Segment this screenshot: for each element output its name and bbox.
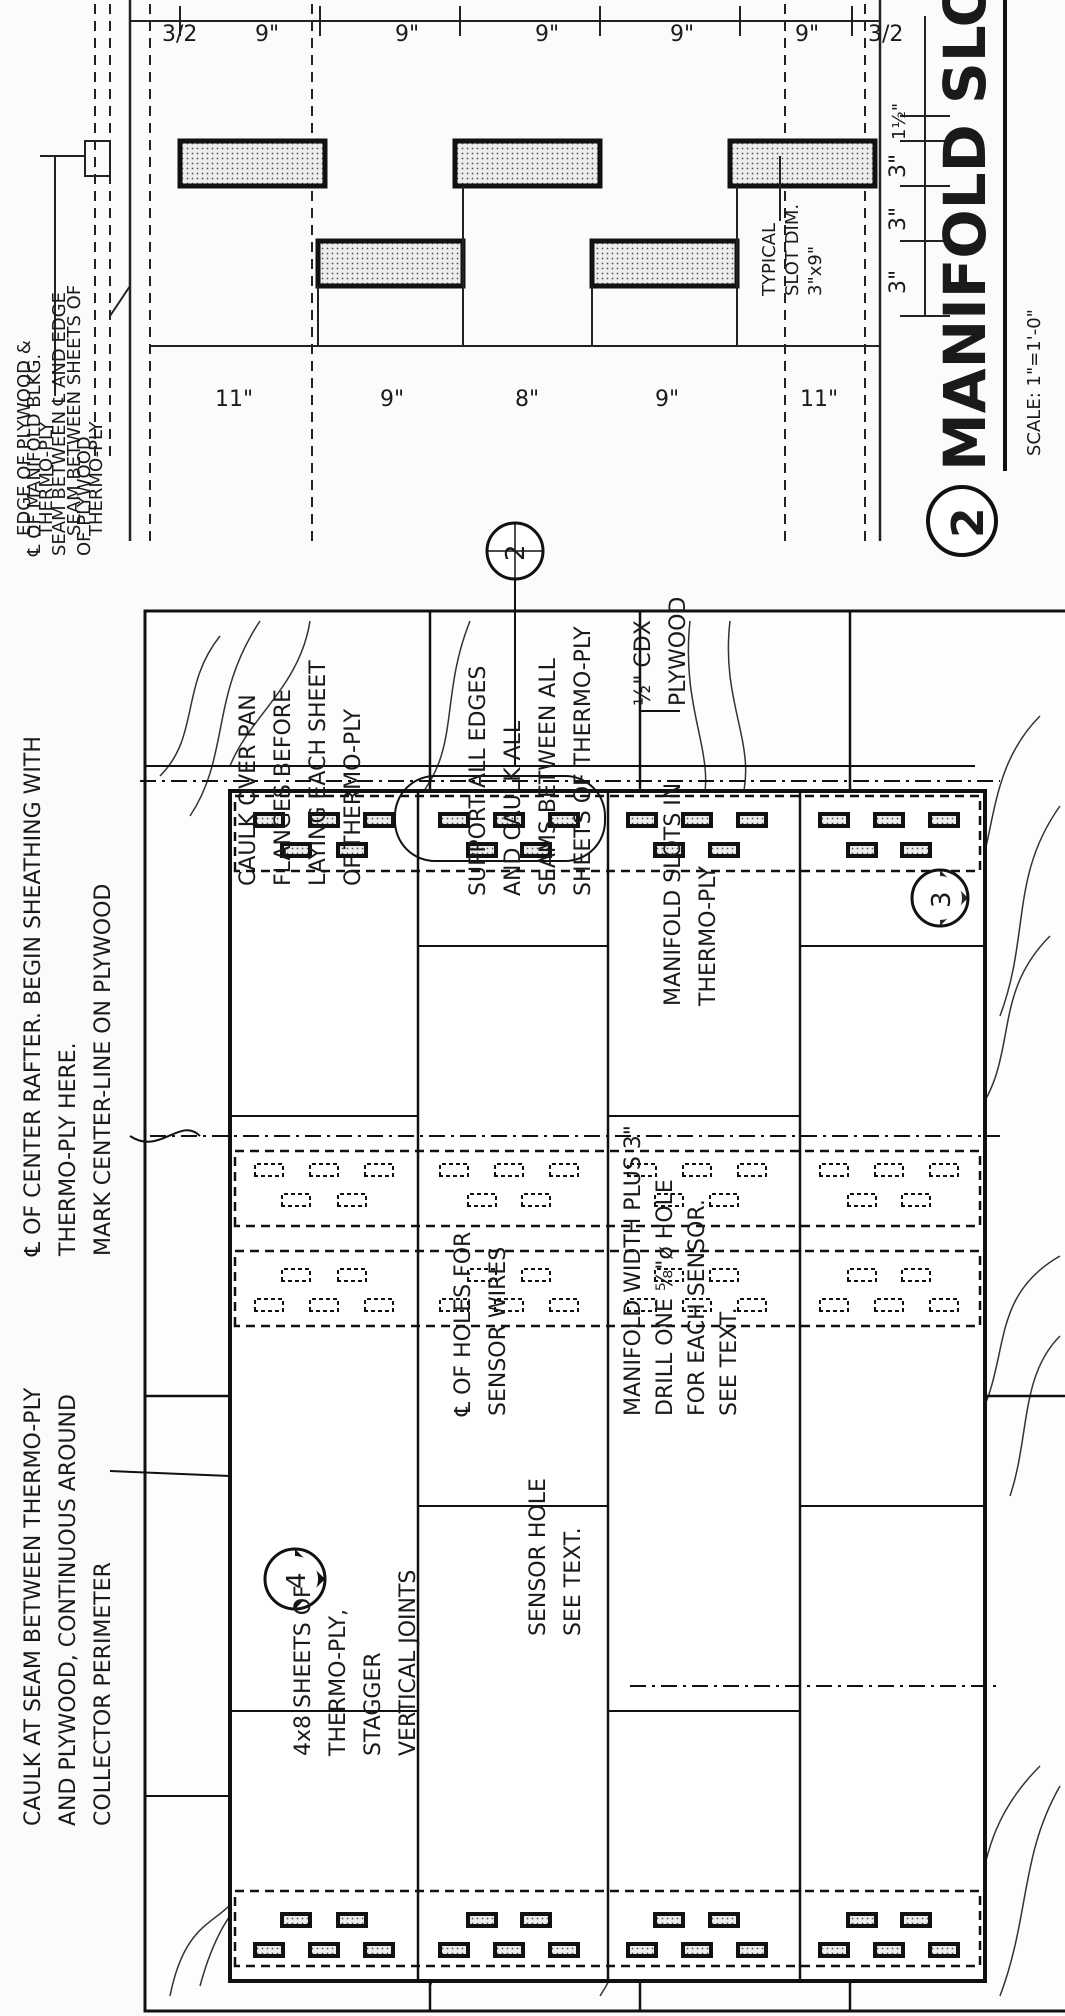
top-manifold-zone xyxy=(233,794,982,873)
svg-text:SEE TEXT.: SEE TEXT. xyxy=(561,1527,586,1636)
detail-title: MANIFOLD SLOTS xyxy=(931,0,999,471)
dim-bottom-4: 11" xyxy=(800,387,838,412)
svg-text:½" CDX: ½" CDX xyxy=(631,620,656,706)
svg-text:SENSOR HOLE: SENSOR HOLE xyxy=(526,1478,551,1636)
manifold-slots-detail: 3/2 9" 9" 9" 9" 9" 3/2 11" 9" 8" 9" 11" … xyxy=(14,0,1045,557)
note-caulk-pan: CAULK OVER PAN FLANGES BEFORE LAYING EAC… xyxy=(236,660,366,886)
svg-text:AND PLYWOOD, CONTINUOUS AROUND: AND PLYWOOD, CONTINUOUS AROUND xyxy=(56,1394,81,1826)
svg-text:THERMO-PLY: THERMO-PLY xyxy=(696,865,721,1007)
svg-text:FOR EACH SENSOR.: FOR EACH SENSOR. xyxy=(685,1199,710,1416)
svg-text:SUPPORT ALL EDGES: SUPPORT ALL EDGES xyxy=(466,666,491,896)
svg-text:SEAM BETWEEN ℄ AND EDGE: SEAM BETWEEN ℄ AND EDGE xyxy=(49,292,70,556)
note-center-rafter: ℄ OF CENTER RAFTER. BEGIN SHEATHING WITH… xyxy=(21,736,201,1257)
manifold-slot xyxy=(589,238,740,289)
detail-scale: SCALE: 1"=1'-0" xyxy=(1024,309,1045,456)
note-center-manifold: ℄ OF MANIFOLD BLKG. SEAM BETWEEN ℄ AND E… xyxy=(24,292,95,557)
dim-bottom-2: 8" xyxy=(515,387,539,412)
manifold-slots-solid xyxy=(253,812,960,1958)
slot-highlight xyxy=(394,775,606,862)
svg-text:THERMO-PLY: THERMO-PLY xyxy=(86,420,107,537)
detail-number: 2 xyxy=(943,507,994,538)
svg-text:THERMO-PLY: THERMO-PLY xyxy=(36,420,57,537)
svg-text:℄ OF CENTER RAFTER. BEGIN SHEA: ℄ OF CENTER RAFTER. BEGIN SHEATHING WITH xyxy=(21,736,46,1257)
svg-text:4x8 SHEETS OF: 4x8 SHEETS OF xyxy=(291,1585,316,1756)
svg-text:SEAM BETWEEN SHEETS OF: SEAM BETWEEN SHEETS OF xyxy=(64,285,85,536)
seam-between-note: SEAM BETWEEN SHEETS OF THERMO-PLY xyxy=(64,285,131,537)
callout-2-label: 2 xyxy=(501,544,531,561)
dim-top-0: 3/2 xyxy=(162,22,197,47)
manifold-slot xyxy=(727,138,878,189)
svg-text:SEE TEXT.: SEE TEXT. xyxy=(717,1307,742,1416)
center-manifold-zone-b xyxy=(233,1149,982,1228)
svg-text:TYPICAL: TYPICAL xyxy=(759,223,780,297)
dim-top-4: 9" xyxy=(670,22,694,47)
detail-number-circle xyxy=(926,485,998,557)
svg-text:LAYING EACH SHEET: LAYING EACH SHEET xyxy=(306,660,331,886)
dim-top-5: 9" xyxy=(795,22,819,47)
callout-3-label: 3 xyxy=(927,891,957,908)
svg-text:OF THERMO-PLY: OF THERMO-PLY xyxy=(341,708,366,886)
manifold-slots-dashed xyxy=(254,1163,959,1312)
manifold-slot xyxy=(315,238,466,289)
dim-side-3: 1½" xyxy=(889,103,910,140)
dim-bottom-3: 9" xyxy=(655,387,679,412)
dim-top-6: 3/2 xyxy=(868,22,903,47)
svg-text:DRILL ONE ⅝"ø HOLE: DRILL ONE ⅝"ø HOLE xyxy=(653,1179,678,1416)
svg-text:MANIFOLD SLOTS IN: MANIFOLD SLOTS IN xyxy=(661,783,686,1006)
note-holes-sensor: ℄ OF HOLES FOR SENSOR WIRES xyxy=(451,1232,511,1417)
svg-text:THERMO-PLY,: THERMO-PLY, xyxy=(326,1609,351,1757)
note-sheets-4x8: 4x8 SHEETS OF THERMO-PLY, STAGGER VERTIC… xyxy=(291,1570,421,1757)
dim-top-1: 9" xyxy=(255,22,279,47)
dim-top-2: 9" xyxy=(395,22,419,47)
note-support-edges: SUPPORT ALL EDGES AND CAULK ALL SEAMS BE… xyxy=(466,626,596,896)
svg-text:℄ OF HOLES FOR: ℄ OF HOLES FOR xyxy=(451,1232,476,1417)
center-manifold-zone-a xyxy=(233,1249,982,1328)
svg-text:VERTICAL JOINTS: VERTICAL JOINTS xyxy=(396,1570,421,1756)
svg-text:3"x9": 3"x9" xyxy=(805,246,826,296)
svg-text:CAULK OVER PAN: CAULK OVER PAN xyxy=(236,694,261,886)
svg-text:THERMO-PLY HERE.: THERMO-PLY HERE. xyxy=(56,1042,81,1257)
svg-text:STAGGER: STAGGER xyxy=(361,1652,386,1756)
dim-bottom-0: 11" xyxy=(215,387,253,412)
dim-bottom-1: 9" xyxy=(380,387,404,412)
dim-side-2: 3" xyxy=(886,154,911,178)
svg-text:FLANGES BEFORE: FLANGES BEFORE xyxy=(271,689,296,886)
bottom-manifold-zone xyxy=(233,1889,982,1968)
note-caulk-seam: CAULK AT SEAM BETWEEN THERMO-PLY AND PLY… xyxy=(21,1387,231,1826)
svg-text:PLYWOOD: PLYWOOD xyxy=(666,597,691,706)
collector-plan: 2 3 4 CAULK OVER PAN FLANGES BEFORE LAYI… xyxy=(21,292,1065,2013)
note-sensor-hole: SENSOR HOLE SEE TEXT. xyxy=(526,1478,586,1636)
svg-text:℄ OF MANIFOLD BLKG.: ℄ OF MANIFOLD BLKG. xyxy=(24,354,45,557)
dim-top-3: 9" xyxy=(535,22,559,47)
svg-text:SENSOR WIRES: SENSOR WIRES xyxy=(486,1247,511,1416)
svg-text:CAULK AT SEAM BETWEEN THERMO-P: CAULK AT SEAM BETWEEN THERMO-PLY xyxy=(21,1387,46,1826)
note-cdx-plywood: ½" CDX PLYWOOD xyxy=(631,597,691,712)
svg-text:SHEETS OF THERMO-PLY: SHEETS OF THERMO-PLY xyxy=(571,626,596,896)
svg-text:MARK CENTER-LINE ON PLYWOOD: MARK CENTER-LINE ON PLYWOOD xyxy=(91,884,116,1256)
dim-side-1: 3" xyxy=(886,207,911,231)
manifold-slot xyxy=(177,138,328,189)
note-manifold-width: MANIFOLD WIDTH PLUS 3" DRILL ONE ⅝"ø HOL… xyxy=(621,1125,742,1416)
svg-text:OF PLYWOOD: OF PLYWOOD xyxy=(74,436,95,556)
svg-text:COLLECTOR PERIMETER: COLLECTOR PERIMETER xyxy=(91,1562,116,1826)
svg-text:SLOT DIM.: SLOT DIM. xyxy=(782,204,803,296)
note-manifold-slots: MANIFOLD SLOTS IN THERMO-PLY xyxy=(661,783,721,1007)
manifold-slot xyxy=(452,138,603,189)
callout-4-label: 4 xyxy=(282,1572,312,1589)
edge-plywood-note: EDGE OF PLYWOOD & THERMO-PLY xyxy=(14,140,111,537)
svg-text:AND CAULK ALL: AND CAULK ALL xyxy=(501,720,526,896)
dim-side-0: 3" xyxy=(886,270,911,294)
svg-text:EDGE OF PLYWOOD &: EDGE OF PLYWOOD & xyxy=(14,340,35,536)
svg-text:SEAMS BETWEEN ALL: SEAMS BETWEEN ALL xyxy=(536,657,561,896)
typical-slot-label: TYPICAL SLOT DIM. 3"x9" xyxy=(759,156,826,297)
svg-text:MANIFOLD WIDTH PLUS 3": MANIFOLD WIDTH PLUS 3" xyxy=(621,1125,646,1416)
